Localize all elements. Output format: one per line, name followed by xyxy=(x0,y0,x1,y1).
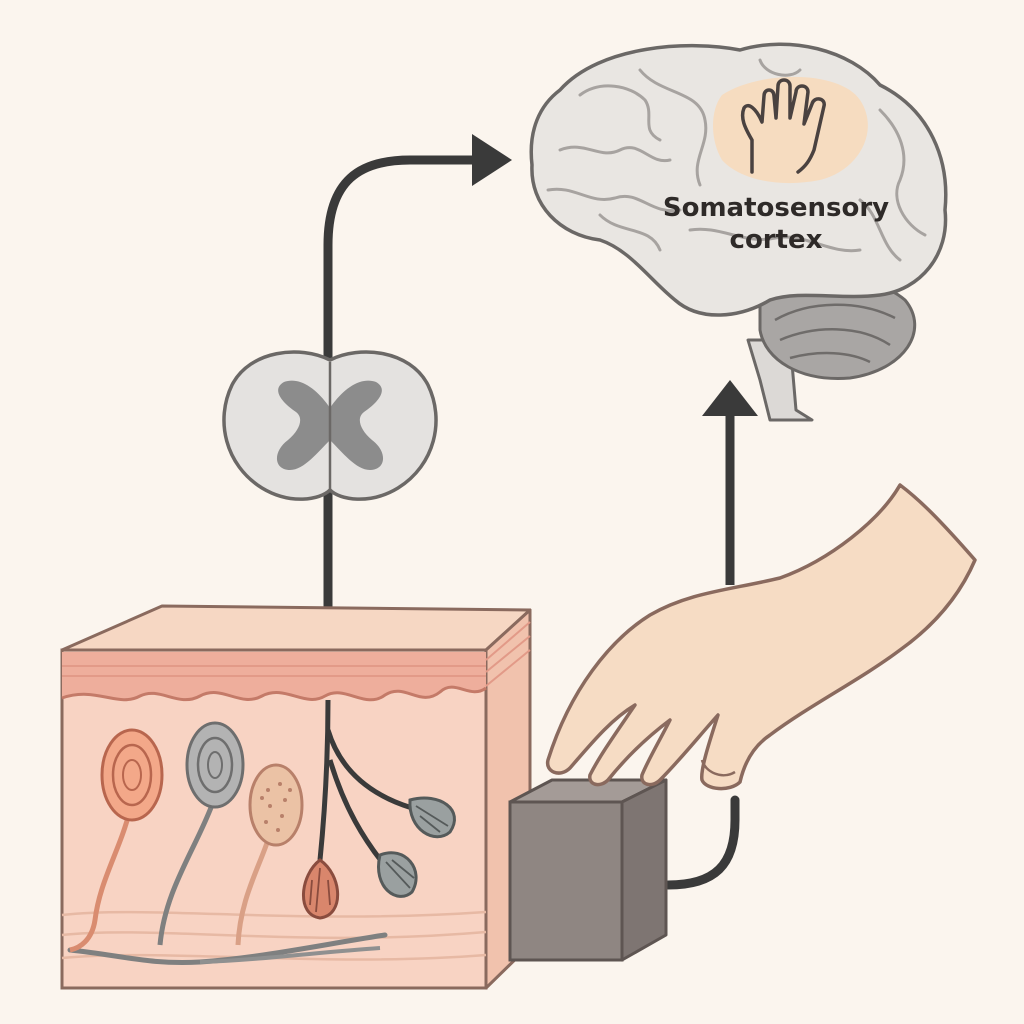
skin-top-face xyxy=(60,604,532,652)
cortex-label-line1: Somatosensory xyxy=(663,193,889,223)
block-to-hand-arrow xyxy=(663,795,740,890)
mechanoreceptor-icon xyxy=(235,763,304,946)
brain-icon: Somatosensory cortex xyxy=(529,42,948,422)
free-nerve-endings xyxy=(302,699,456,920)
hand-to-brain-arrowhead xyxy=(702,380,758,416)
cerebrum xyxy=(529,42,948,317)
stimulus-block xyxy=(508,778,668,962)
ascending-pathway-arrowhead xyxy=(472,134,512,186)
skin-cross-section xyxy=(60,604,532,990)
spinal-cord-section-icon xyxy=(222,350,438,501)
ascending-pathway-line xyxy=(323,155,485,875)
cortex-hand-icon xyxy=(740,78,826,174)
mechanoreceptor-icon xyxy=(69,728,164,953)
mechanoreceptor-icon xyxy=(157,721,245,946)
cortex-label-line2: cortex xyxy=(730,225,823,255)
hand-icon xyxy=(545,483,977,791)
brain-gyri xyxy=(546,58,927,262)
